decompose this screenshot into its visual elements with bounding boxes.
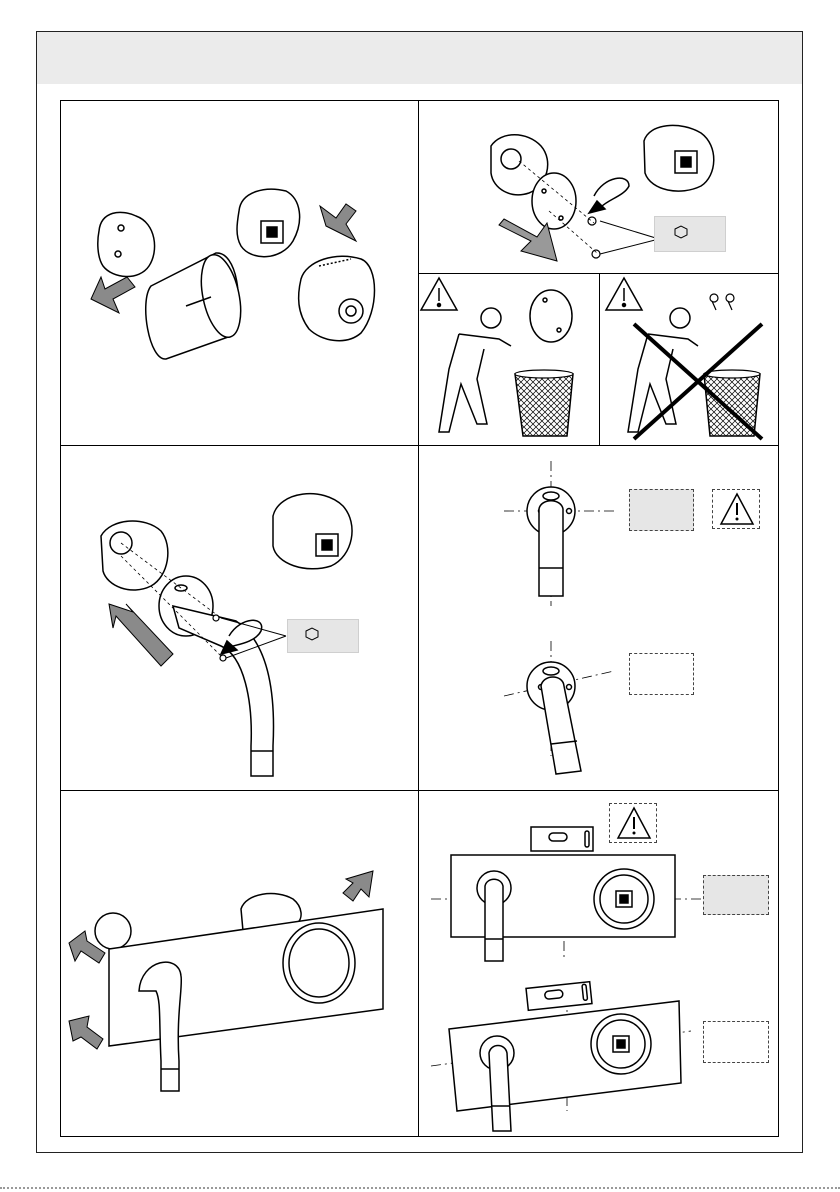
warning-triangle-icon <box>713 490 761 530</box>
cover-disc <box>530 290 572 342</box>
handle-knob <box>299 256 375 340</box>
step-panel-fit-cover-plate <box>60 790 420 1137</box>
keep-parts-illustration <box>419 274 602 448</box>
spirit-level-icon <box>531 827 593 851</box>
screws <box>710 294 734 310</box>
leader-lines <box>600 221 659 254</box>
no-discard-illustration <box>600 274 780 448</box>
remove-covers-illustration <box>61 101 421 448</box>
warning-tag <box>609 803 657 843</box>
step-panel-fit-spout <box>60 445 420 792</box>
step-panel-do-not-discard-screws <box>599 273 779 447</box>
correct-tag <box>629 489 694 531</box>
person-icon <box>439 308 511 432</box>
cover-plate-level <box>451 855 675 961</box>
warning-triangle-icon <box>606 278 642 310</box>
step-panel-remove-covers <box>60 100 420 447</box>
step-panel-level-plate <box>418 790 779 1137</box>
dome-cap <box>98 212 155 276</box>
spout-straight <box>527 487 575 596</box>
incorrect-tag <box>629 653 694 695</box>
spirit-level-icon <box>526 982 592 1011</box>
valve-body <box>273 494 352 569</box>
warning-tag <box>712 489 760 529</box>
step-panel-keep-parts <box>418 273 601 447</box>
waste-bin-icon <box>515 370 573 436</box>
spout <box>159 576 274 776</box>
valve-body <box>644 125 714 191</box>
hex-key-tag <box>654 216 726 252</box>
warning-triangle-icon <box>610 804 658 844</box>
dome-cap <box>101 521 168 590</box>
correct-tag <box>703 875 769 915</box>
step-panel-align-spout <box>418 445 779 792</box>
hex-key-tag <box>287 619 359 653</box>
waste-bin-icon <box>704 370 760 436</box>
level-plate-illustration <box>419 791 780 1138</box>
cover-disc <box>532 173 576 229</box>
rotate-arrow-icon <box>589 178 629 213</box>
fit-spout-illustration <box>61 446 421 793</box>
hex-key-icon <box>288 620 360 654</box>
header-bar <box>37 32 802 84</box>
sleeve-cylinder <box>146 251 248 359</box>
valve-body <box>237 189 300 256</box>
bottom-dotted-rule <box>0 1187 840 1189</box>
spout-angled <box>527 662 581 774</box>
warning-triangle-icon <box>421 278 457 310</box>
screws <box>588 217 600 258</box>
step-panel-remove-plate-screws <box>418 100 779 275</box>
fit-cover-plate-illustration <box>61 791 421 1138</box>
handle-ring <box>283 923 355 1003</box>
cover-plate-tilted <box>449 1001 681 1131</box>
incorrect-tag <box>703 1021 769 1063</box>
hex-key-icon <box>655 217 727 253</box>
